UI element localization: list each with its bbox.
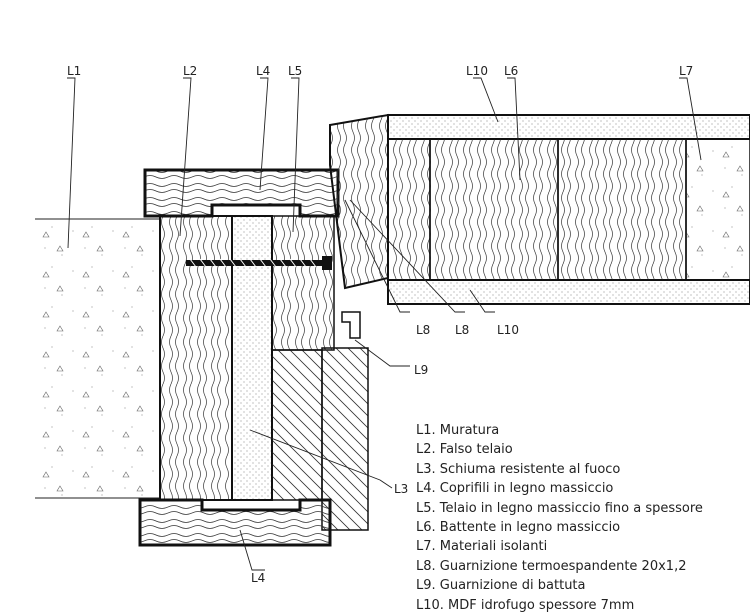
architrave-bottom [138,498,332,547]
legend-item: L2. Falso telaio [416,442,513,458]
callout-l4-top: L4 [256,64,270,78]
legend-item: L9. Guarnizione di battuta [416,578,586,594]
solid-wood-frame [271,215,335,351]
callout-l8-b: L8 [455,323,469,337]
legend-item: L7. Materiali isolanti [416,539,548,555]
callout-l7: L7 [679,64,693,78]
callout-l9: L9 [414,363,428,377]
callout-l3: L3 [394,482,408,496]
door-leaf [329,113,750,305]
leaf-core-2 [429,138,559,281]
stop-gasket [341,311,361,339]
insulation [685,138,750,281]
legend-item: L10. MDF idrofugo spessore 7mm [416,597,635,613]
callout-l1: L1 [67,64,81,78]
legend-item: L1. Muratura [416,423,500,438]
mdf-top [387,114,750,140]
legend-item: L5. Telaio in legno massiccio fino a spe… [416,500,703,516]
screw [186,256,332,270]
callout-l6: L6 [504,64,518,78]
architrave-top [143,168,340,218]
legend-item: L4. Coprifili in legno massiccio [416,481,614,497]
leaf-core-3 [557,138,687,281]
fire-foam [231,215,273,501]
frame-lower [271,349,323,501]
legend-item: L3. Schiuma resistente al fuoco [416,461,621,477]
legend-item: L6. Battente in legno massiccio [416,520,621,536]
legend-item: L8. Guarnizione termoespandente 20x1,2 [416,558,687,574]
callout-l4-bottom: L4 [251,571,265,585]
mdf-bottom [387,279,750,305]
wall-masonry [35,218,160,499]
false-frame [159,215,233,501]
callout-l10-top: L10 [466,64,488,78]
callout-l8-a: L8 [416,323,430,337]
legend: L1. Muratura L2. Falso telaio L3. Schium… [416,421,703,615]
callout-l10-bottom: L10 [497,323,519,337]
callout-l5: L5 [288,64,302,78]
leaf-core-1 [387,138,431,281]
callout-l2: L2 [183,64,197,78]
leader-lines [67,77,702,571]
